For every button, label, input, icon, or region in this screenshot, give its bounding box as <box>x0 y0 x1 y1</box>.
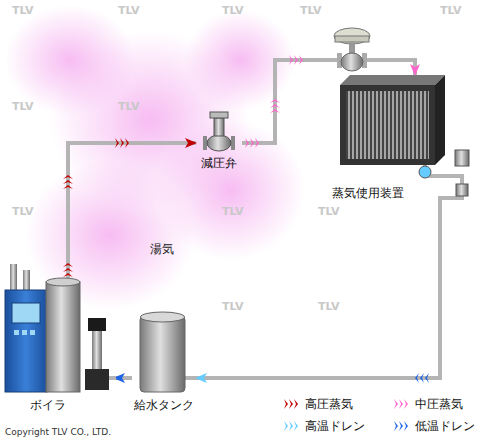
legend-item: 高温ドレン <box>283 419 365 433</box>
legend-text: 中圧蒸気 <box>415 397 463 411</box>
legend-text: 低温ドレン <box>415 419 475 433</box>
pipe <box>196 203 440 378</box>
watermark: TLV <box>318 300 340 314</box>
watermark: TLV <box>222 4 244 18</box>
steam-equipment: 蒸気使用装置 <box>328 75 473 203</box>
feedwater-tank: 給水タンク <box>132 306 196 414</box>
watermark: TLV <box>222 205 244 219</box>
watermark: TLV <box>300 4 322 18</box>
legend-text: 高温ドレン <box>305 419 365 433</box>
legend-item: 低温ドレン <box>393 419 475 433</box>
legend-text: 高圧蒸気 <box>305 397 353 411</box>
node-label: 蒸気使用装置 <box>332 186 404 200</box>
copyright-note: Copyright TLV CO., LTD. <box>5 425 111 439</box>
watermark: TLV <box>12 100 34 114</box>
legend-swatch <box>393 420 411 432</box>
pipe <box>114 376 132 380</box>
legend-item: 中圧蒸気 <box>393 397 463 411</box>
legend-swatch <box>393 398 411 410</box>
legend-swatch <box>283 420 301 432</box>
watermark: TLV <box>318 205 340 219</box>
watermark: TLV <box>12 205 34 219</box>
boiler: ボイラ <box>4 262 114 414</box>
watermark: TLV <box>118 100 140 114</box>
node-label: 減圧弁 <box>201 156 237 170</box>
watermark: TLV <box>118 4 140 18</box>
area-label: 湯気 <box>150 242 174 256</box>
legend-item: 高圧蒸気 <box>283 397 353 411</box>
node-label: ボイラ <box>30 398 66 412</box>
pipe <box>68 143 196 262</box>
watermark: TLV <box>440 4 462 18</box>
legend-swatch <box>283 398 301 410</box>
reducing-valve: 減圧弁 <box>196 108 242 172</box>
node-label: 給水タンク <box>134 398 194 412</box>
watermark: TLV <box>222 300 244 314</box>
watermark: TLV <box>12 4 34 18</box>
